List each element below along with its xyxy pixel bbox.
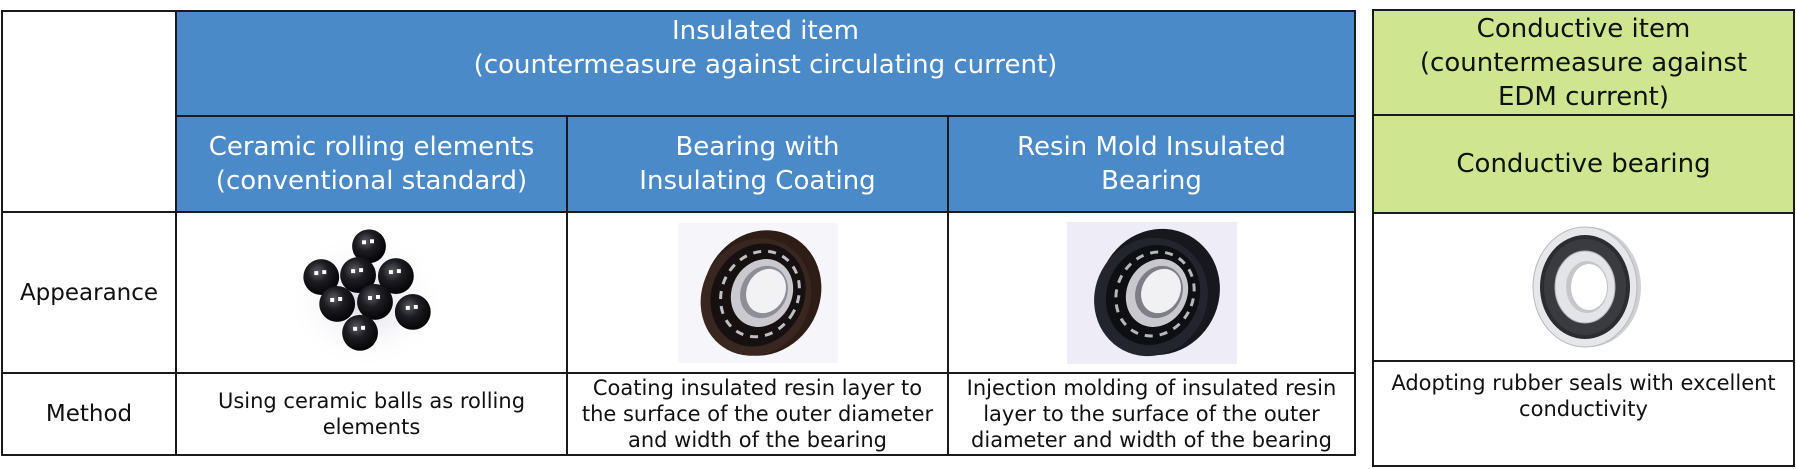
appearance-cell-conductive [1372,212,1795,362]
appearance-cell-ceramic [175,211,568,374]
appearance-cell-resin-mold [947,211,1356,374]
row-label-appearance: Appearance [1,211,177,374]
method-cell-ceramic: Using ceramic balls as rolling elements [175,372,568,456]
row-label-method: Method [1,372,177,456]
column-header-insulating-coating: Bearing with Insulating Coating [566,115,949,213]
resin-mold-bearing-image [1066,221,1237,364]
column-header-resin-mold: Resin Mold Insulated Bearing [947,115,1356,213]
insulating-coated-bearing-image [677,222,838,363]
corner-empty-cell [1,10,177,213]
ceramic-balls-image [286,229,446,370]
method-cell-insulating-coating: Coating insulated resin layer to the sur… [566,372,949,456]
insulated-group-header: Insulated item (countermeasure against c… [175,10,1356,117]
method-cell-resin-mold: Injection molding of insulated resin lay… [947,372,1356,456]
column-header-conductive-bearing: Conductive bearing [1372,114,1795,214]
method-cell-conductive: Adopting rubber seals with excellent con… [1372,360,1795,467]
conductive-group-header: Conductive item (countermeasure against … [1372,9,1795,116]
conductive-bearing-image [1532,226,1641,348]
appearance-cell-insulating-coating [566,211,949,374]
column-header-ceramic: Ceramic rolling elements (conventional s… [175,115,568,213]
